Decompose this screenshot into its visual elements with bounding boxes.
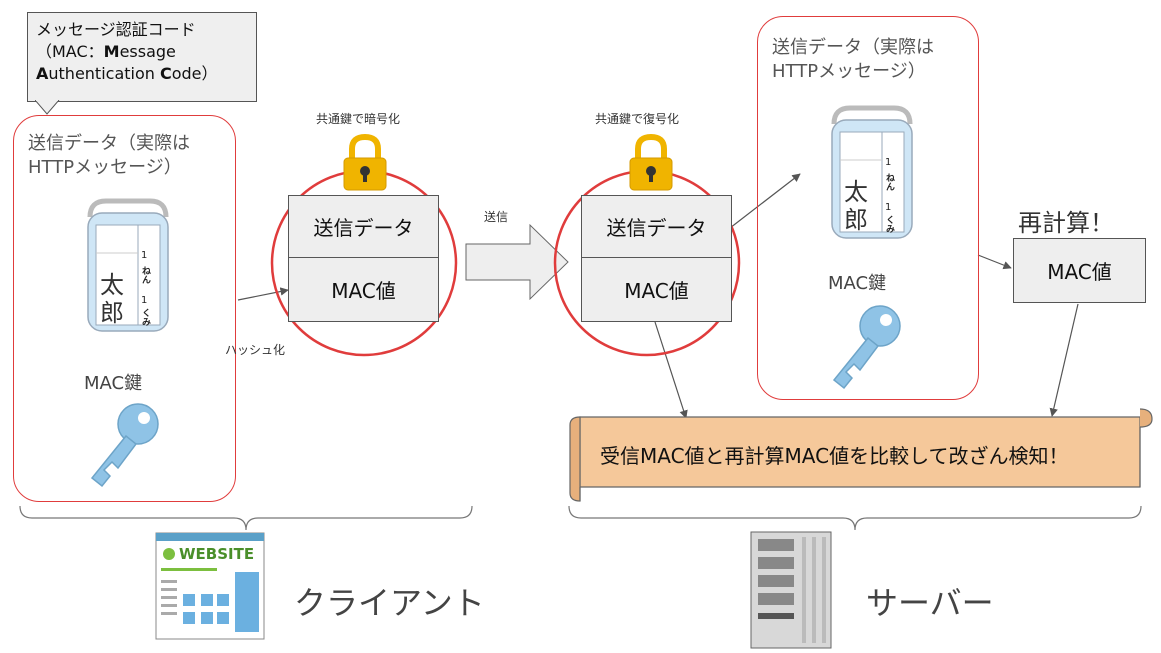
server-data-label: 送信データ（実際は HTTPメッセージ）: [772, 36, 934, 84]
server-key-icon: [832, 305, 901, 390]
client-mac-key-label: MAC鍵: [84, 373, 143, 394]
server-tag-side-3: 1: [885, 202, 892, 213]
server-lock-icon: [629, 133, 673, 191]
server-rack-icon: [750, 531, 832, 649]
callout-bold-m: M: [103, 42, 120, 61]
server-tag-side-1: 1: [885, 157, 892, 168]
client-tag-side-2: ねん: [140, 266, 150, 284]
send-label: 送信: [484, 210, 509, 224]
client-name-tag-icon: [87, 198, 169, 332]
mac-definition-callout: メッセージ認証コード （MAC：Message Authentication C…: [27, 12, 257, 102]
mac-to-compare-arrow: [654, 321, 688, 419]
client-tag-name-1: 太: [100, 271, 124, 299]
server-name-tag-icon: [831, 105, 913, 239]
extract-data-arrow: [729, 173, 801, 229]
compare-text: 受信MAC値と再計算MAC値を比較して改ざん検知！: [600, 444, 1069, 468]
server-tag-name-2: 郎: [844, 206, 868, 234]
callout-bold-c: C: [159, 64, 172, 83]
server-tag-side-4: くみ: [884, 215, 894, 233]
client-side-label: クライアント: [294, 584, 485, 622]
key-to-recalc-arrow: [977, 254, 1012, 270]
server-data-label-line-2: HTTPメッセージ）: [772, 61, 926, 82]
client-brace: [19, 505, 473, 531]
callout-line-2-pre: （MAC：: [36, 42, 104, 61]
server-mac-key-label: MAC鍵: [828, 273, 887, 294]
server-tag-name-1: 太: [844, 178, 868, 206]
callout-line-3-rest: ode）: [171, 64, 218, 83]
callout-bold-a: A: [36, 64, 49, 83]
website-icon: [155, 532, 265, 640]
callout-line-2-rest: essage: [119, 42, 176, 61]
callout-line-3: Authentication Code）: [36, 63, 248, 85]
client-tag-side-3: 1: [141, 295, 148, 306]
client-lock-icon: [343, 133, 387, 191]
decrypt-label: 共通鍵で復号化: [595, 112, 680, 126]
send-arrow: [465, 223, 569, 301]
server-side-label: サーバー: [866, 584, 994, 622]
client-message-mac-cell: MAC値: [288, 257, 439, 322]
server-brace: [568, 505, 1142, 531]
client-data-label: 送信データ（実際は HTTPメッセージ）: [28, 132, 190, 180]
recalc-to-compare-arrow: [1049, 303, 1079, 417]
client-data-box: [13, 115, 236, 502]
server-message-mac-cell: MAC値: [581, 257, 732, 322]
client-tag-side-1: 1: [141, 250, 148, 261]
server-message-data-cell: 送信データ: [581, 195, 732, 258]
website-icon-text: WEBSITE: [179, 545, 255, 563]
client-key-icon: [90, 403, 159, 488]
client-data-label-line-2: HTTPメッセージ）: [28, 157, 182, 178]
hash-arrow: [237, 287, 289, 301]
client-data-label-line-1: 送信データ（実際は: [28, 133, 190, 154]
encrypt-label: 共通鍵で暗号化: [316, 112, 401, 126]
callout-line-1: メッセージ認証コード: [36, 20, 196, 39]
client-message-data-cell: 送信データ: [288, 195, 439, 258]
hash-label: ハッシュ化: [225, 343, 286, 357]
recalc-label: 再計算！: [1018, 209, 1114, 237]
callout-line-3-mid: uthentication: [48, 64, 160, 83]
client-tag-name-2: 郎: [100, 299, 124, 327]
server-data-label-line-1: 送信データ（実際は: [772, 37, 934, 58]
compare-scroll-shape: [569, 408, 1153, 502]
callout-line-2: （MAC：Message: [36, 41, 248, 63]
server-tag-side-2: ねん: [884, 173, 894, 191]
callout-pointer: [35, 100, 60, 115]
server-data-box: [757, 16, 979, 400]
client-tag-side-4: くみ: [140, 308, 150, 326]
recalc-mac-box: MAC値: [1013, 238, 1146, 303]
